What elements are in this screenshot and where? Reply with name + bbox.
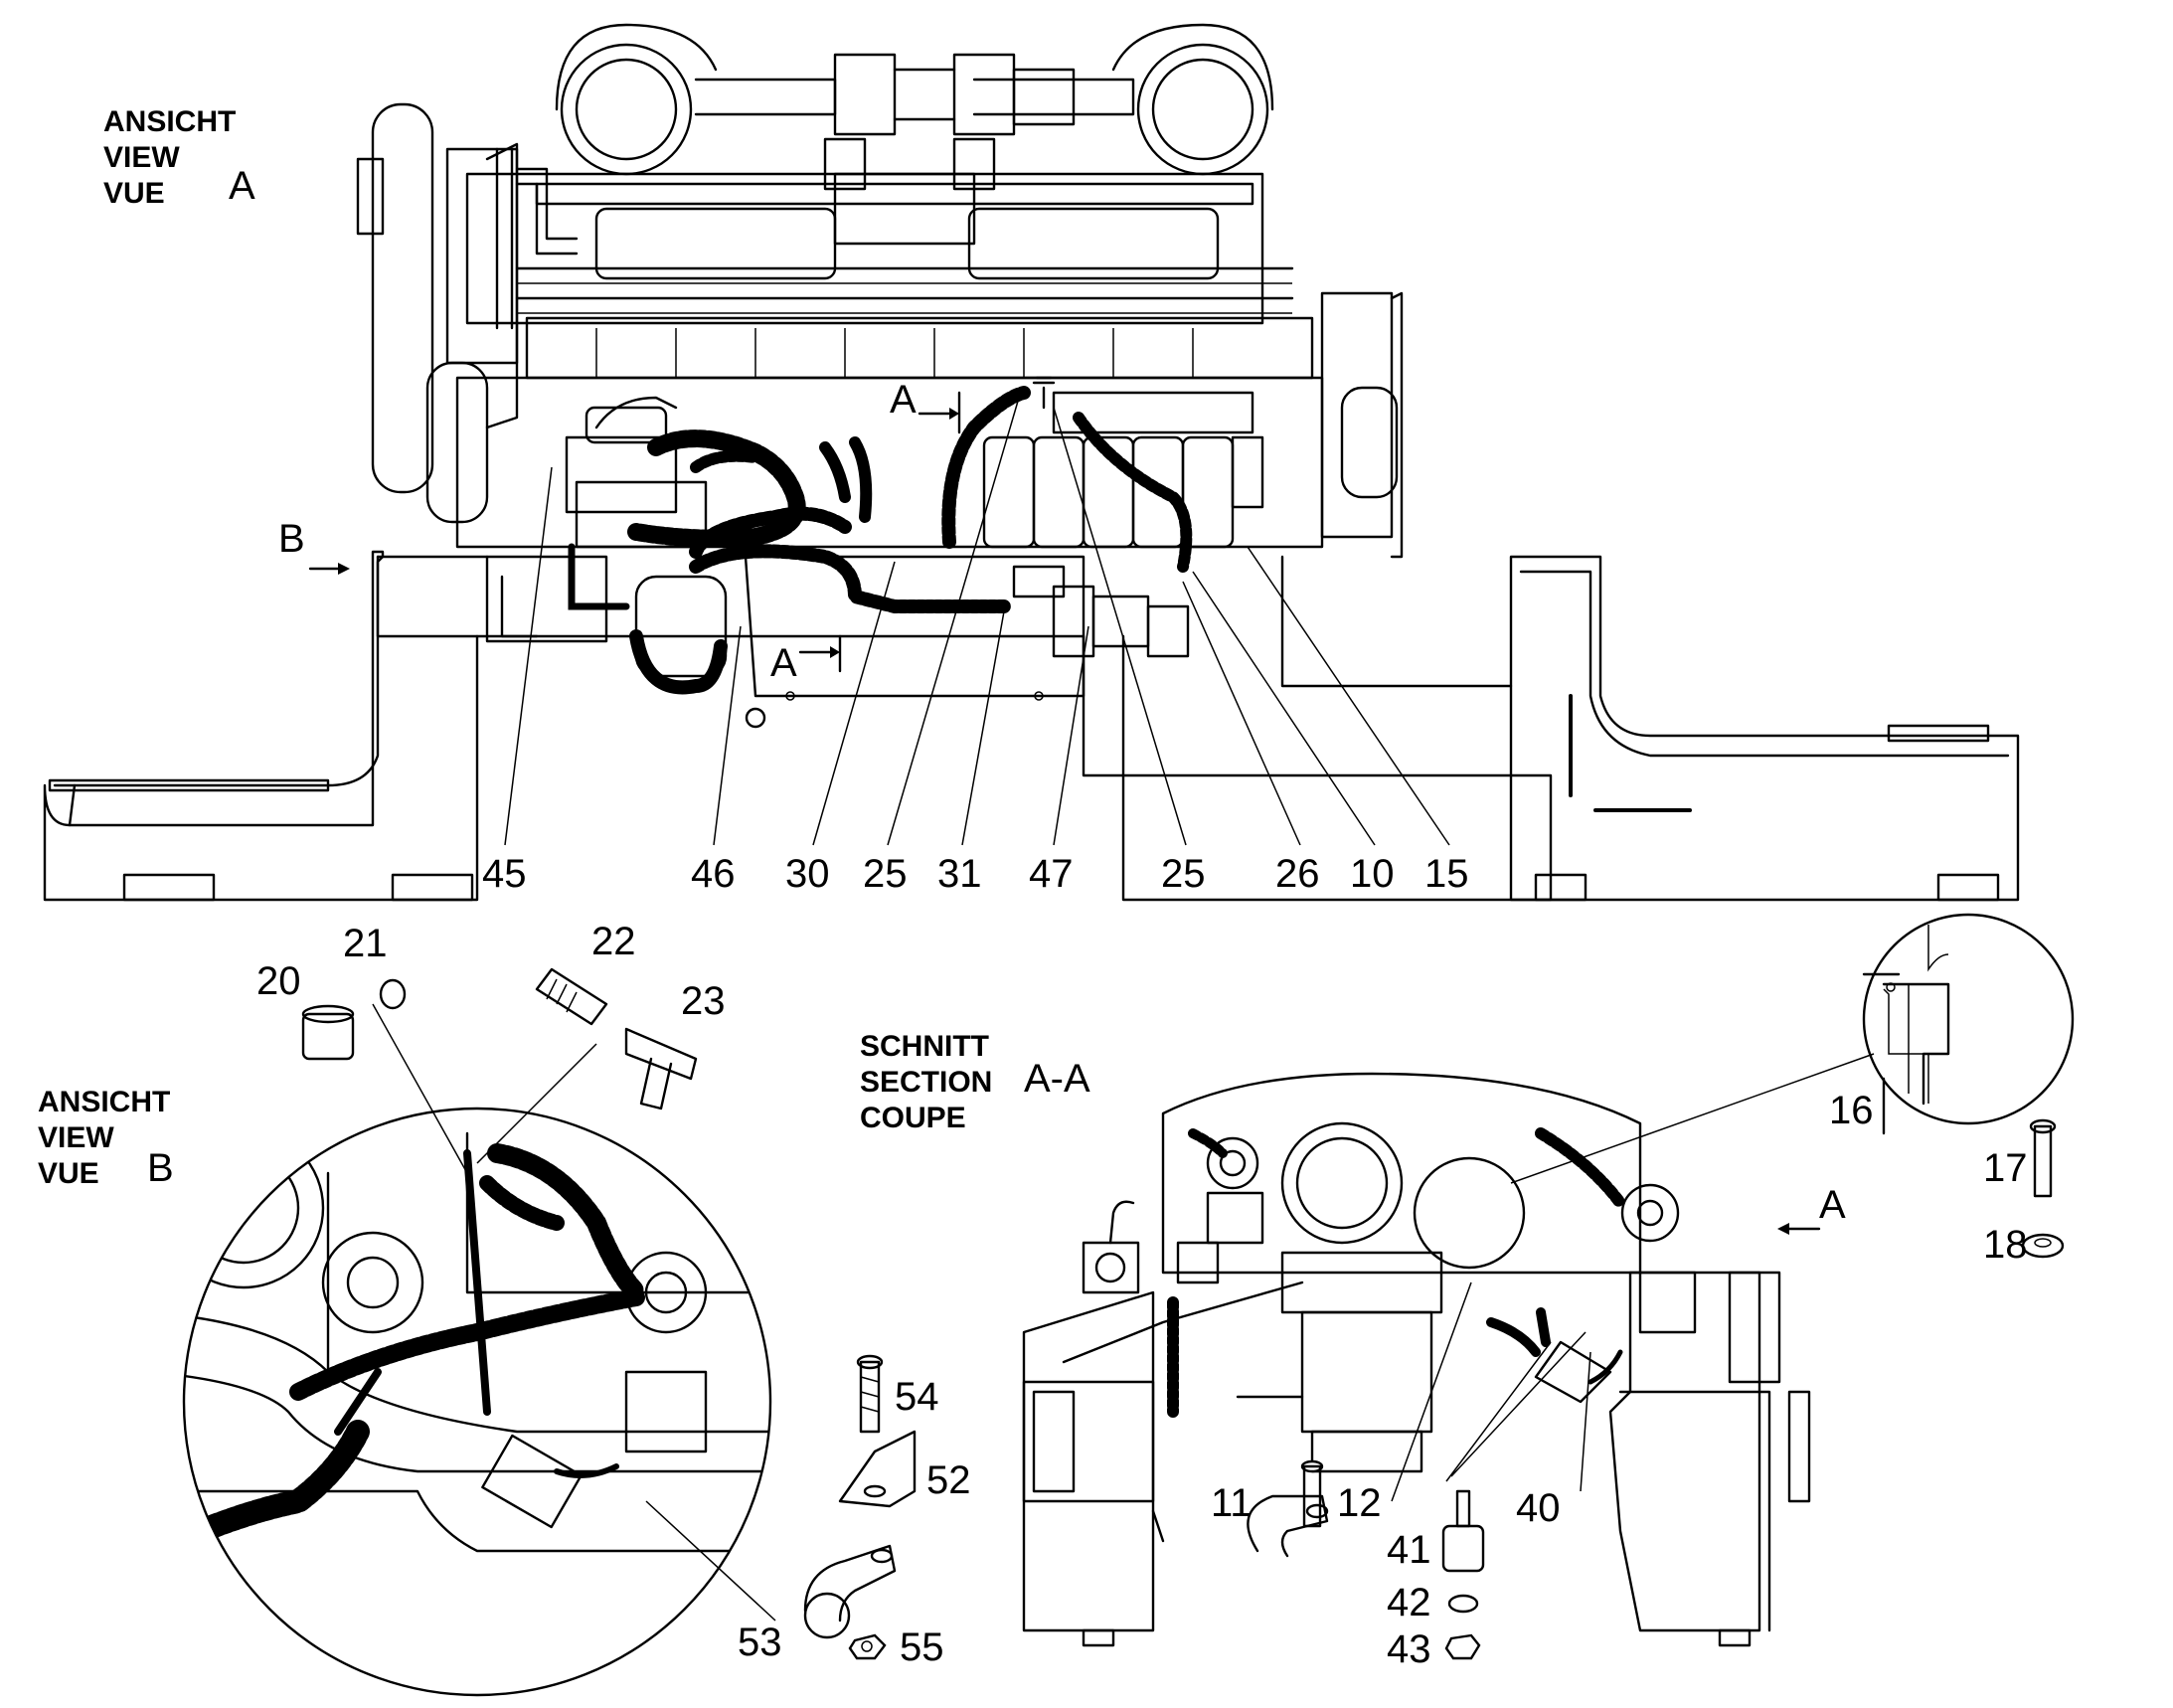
view-a-letter: A [229,164,255,208]
callout-52: 52 [926,1458,971,1502]
bolt-12 [1300,1459,1324,1528]
callout-26: 26 [1275,852,1320,896]
arrow-a-right-label: A [1819,1183,1846,1227]
section-title: SCHNITT SECTION COUPE A-A [860,1030,1090,1134]
callout-16: 16 [1829,1089,1874,1132]
clamp-11 [1247,1494,1329,1558]
bracket-52 [838,1430,917,1508]
callout-23: 23 [681,979,726,1023]
section-arrow-a-upper: A [890,378,961,434]
clamp-53 [803,1544,897,1639]
view-b-letter: B [147,1146,174,1190]
callout-43: 43 [1387,1627,1431,1671]
callout-40: 40 [1516,1486,1561,1530]
section-line1: SCHNITT [860,1030,989,1063]
callout-54: 54 [895,1375,939,1419]
fitting-20 [301,1004,355,1061]
view-b-line2: VIEW [38,1121,114,1154]
callout-21: 21 [343,922,388,965]
callout-55: 55 [900,1625,944,1669]
top-callouts: 45 46 30 25 31 47 25 26 10 15 [482,852,1469,896]
callout-25: 25 [863,852,908,896]
engine-frame [43,550,2020,902]
arrow-b-label: B [278,517,305,561]
loose-parts: 54 52 55 [803,1354,971,1669]
view-a-line2: VIEW [103,141,180,174]
section-a-a-drawing [1022,1072,1811,1647]
callout-11: 11 [1211,1481,1253,1525]
view-arrow-b: B [278,517,350,575]
section-letter: A-A [1024,1057,1090,1101]
callout-15: 15 [1424,852,1469,896]
arrow-a-lower-label: A [770,641,797,685]
callout-41: 41 [1387,1528,1431,1572]
tee-23 [624,1027,698,1110]
view-b-line3: VUE [38,1157,99,1190]
callout-18: 18 [1983,1223,2028,1267]
view-b-title: ANSICHT VIEW VUE B [38,1086,174,1190]
section-arrow-a-lower: A [770,634,842,685]
top-leader-lines [504,397,1450,846]
section-callouts: 16 17 18 11 12 40 41 42 43 [1211,1089,2028,1671]
callout-46: 46 [691,852,736,896]
view-b-line1: ANSICHT [38,1086,170,1118]
callout-53: 53 [738,1621,782,1664]
callout-47: 47 [1029,852,1074,896]
section-loose-parts [1247,1118,2065,1660]
arrow-a-upper-label: A [890,378,917,422]
callout-12: 12 [1337,1481,1382,1525]
callout-30: 30 [785,852,830,896]
callout-31: 31 [937,852,982,896]
nut-43 [1444,1633,1481,1660]
washer-21 [379,978,407,1010]
callout-25b: 25 [1161,852,1206,896]
washer-18 [2021,1233,2065,1259]
view-a-line1: ANSICHT [103,105,236,138]
section-zoom-circle [1413,913,2075,1270]
callout-45: 45 [482,852,527,896]
view-b-callouts: 20 21 22 23 53 [256,920,782,1664]
callout-20: 20 [256,959,301,1003]
mount-41 [1441,1489,1485,1573]
bolt-54 [856,1354,884,1434]
callout-22: 22 [591,920,636,963]
view-a-line3: VUE [103,177,165,210]
callout-42: 42 [1387,1581,1431,1624]
view-a-title: ANSICHT VIEW VUE A [103,105,255,210]
nut-55 [848,1633,887,1660]
fitting-22 [535,967,608,1026]
section-line3: COUPE [860,1102,966,1134]
section-line2: SECTION [860,1066,992,1099]
callout-10: 10 [1350,852,1395,896]
washer-42 [1447,1594,1479,1614]
bolt-17 [2029,1118,2057,1198]
engine-block [356,23,1404,729]
view-arrow-a-right: A [1777,1183,1846,1235]
view-b-detail-circle [182,967,776,1697]
callout-17: 17 [1983,1146,2028,1190]
